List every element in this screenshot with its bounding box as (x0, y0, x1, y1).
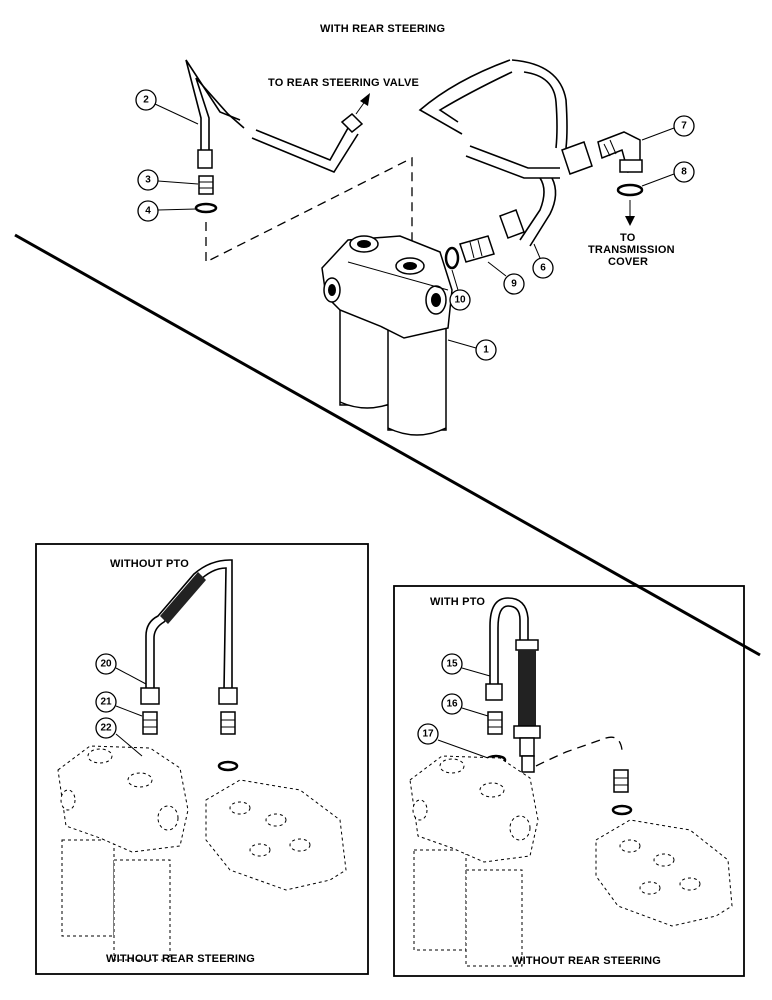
title-without-pto: WITHOUT PTO (110, 558, 189, 570)
fitting-right-without-pto (220, 711, 236, 735)
dual-filter-assembly (321, 235, 453, 436)
o-ring-right-without-pto (217, 760, 239, 772)
svg-text:8: 8 (681, 167, 687, 178)
o-ring-right-with-pto (611, 804, 633, 816)
svg-text:1: 1 (483, 345, 489, 356)
filter-assembly-dotted-left (57, 745, 189, 961)
panel-with-pto (393, 585, 745, 977)
callout-8: 8 (641, 161, 695, 187)
callout-9: 9 (487, 261, 525, 295)
o-ring-8 (616, 183, 644, 197)
title-with-rear-steering: WITH REAR STEERING (320, 23, 445, 35)
svg-text:16: 16 (446, 699, 458, 710)
callout-10: 10 (449, 269, 471, 311)
adapter-fitting-3 (198, 175, 214, 195)
svg-text:21: 21 (100, 697, 112, 708)
label-without-rear-steering-left: WITHOUT REAR STEERING (106, 953, 255, 965)
o-ring-10 (444, 246, 460, 270)
svg-text:9: 9 (511, 279, 517, 290)
label-to: TO (620, 232, 636, 244)
svg-text:15: 15 (446, 659, 458, 670)
svg-text:10: 10 (454, 295, 466, 306)
panel-without-pto (35, 543, 369, 975)
callout-2: 2 (135, 89, 199, 125)
callout-21: 21 (95, 691, 143, 717)
pump-assembly-dotted-right (595, 819, 733, 927)
callout-17: 17 (417, 723, 489, 759)
callout-1: 1 (447, 339, 497, 361)
callout-7: 7 (641, 115, 695, 141)
fitting-16 (487, 711, 503, 735)
section-divider-line (14, 233, 761, 657)
svg-text:17: 17 (422, 729, 434, 740)
flex-tube-without-pto (140, 559, 238, 705)
callout-6: 6 (532, 243, 554, 279)
label-without-rear-steering-right: WITHOUT REAR STEERING (512, 955, 661, 967)
label-to-rear-steering-valve: TO REAR STEERING VALVE (268, 77, 419, 89)
label-transmission: TRANSMISSION (588, 244, 675, 256)
flex-tube-with-pto (485, 597, 541, 773)
callout-20: 20 (95, 653, 147, 685)
dashed-connection-with-pto (535, 736, 623, 767)
svg-text:6: 6 (540, 263, 546, 274)
label-cover: COVER (608, 256, 648, 268)
callout-4: 4 (137, 200, 197, 222)
svg-text:20: 20 (100, 659, 112, 670)
filter-assembly-dotted-right (409, 755, 539, 967)
svg-text:7: 7 (681, 121, 687, 132)
arrow-to-transmission-cover (625, 200, 635, 226)
fitting-21 (142, 711, 158, 735)
callout-3: 3 (137, 169, 199, 191)
transmission-tube (418, 59, 593, 247)
callout-22: 22 (95, 717, 143, 757)
fitting-right-with-pto (613, 769, 629, 793)
callout-16: 16 (441, 693, 489, 717)
callout-15: 15 (441, 653, 491, 677)
elbow-fitting-7 (597, 131, 643, 173)
straight-fitting-9 (459, 235, 495, 263)
rear-steering-tube (185, 59, 364, 173)
arrow-to-rear-steering-valve (355, 93, 370, 115)
svg-text:22: 22 (100, 723, 112, 734)
svg-text:4: 4 (145, 206, 151, 217)
pump-assembly-dotted-left (205, 779, 347, 891)
title-with-pto: WITH PTO (430, 596, 485, 608)
dashed-connection-top (205, 156, 413, 264)
svg-text:2: 2 (143, 95, 149, 106)
o-ring-4 (194, 202, 218, 214)
svg-text:3: 3 (145, 175, 151, 186)
